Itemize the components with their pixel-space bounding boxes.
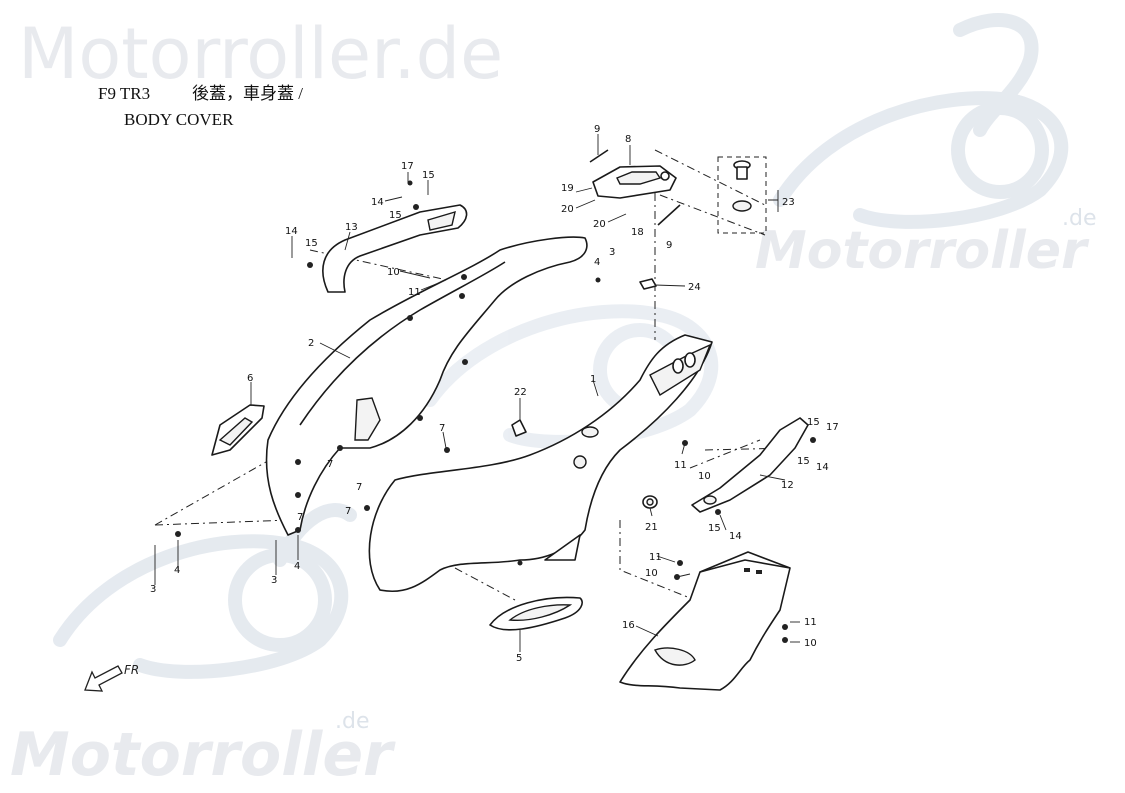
callout-label: 2 (308, 338, 314, 349)
callout-label: 10 (645, 568, 658, 579)
callout-label: 13 (345, 222, 358, 233)
callout-label: 17 (401, 161, 414, 172)
callout-label: 4 (174, 565, 180, 576)
callout-label: 19 (561, 183, 574, 194)
callout-label: 9 (594, 124, 600, 135)
part-12-right-grip (691, 417, 809, 513)
callout-label: 11 (674, 460, 687, 471)
callout-label: 21 (645, 522, 658, 533)
part-1-right-body-cover (368, 334, 713, 593)
callout-label: 9 (666, 240, 672, 251)
front-direction-indicator: FR (84, 663, 139, 692)
callout-label: 24 (688, 282, 701, 293)
part-2-left-body-cover (265, 236, 588, 536)
callout-label: 14 (729, 531, 742, 542)
diagram-header: F9 TR3 後蓋，車身蓋 / BODY COVER (98, 84, 303, 129)
part-5-reflector (489, 596, 583, 631)
callout-label: 7 (327, 459, 333, 470)
part-21-grommet (642, 495, 658, 509)
callout-label: 4 (594, 257, 600, 268)
watermark-top: Motorroller.de (18, 13, 503, 95)
callout-label: 15 (708, 523, 721, 534)
callout-label: 15 (807, 417, 820, 428)
callout-label: 10 (387, 267, 400, 278)
part-23-fasteners (717, 156, 767, 234)
callout-label: 4 (294, 561, 300, 572)
callout-label: 14 (816, 462, 829, 473)
part-9-pins (589, 149, 681, 226)
callout-label: 15 (389, 210, 402, 221)
callout-label: 17 (826, 422, 839, 433)
callout-label: 3 (609, 247, 615, 258)
callout-label: 18 (631, 227, 644, 238)
callout-label: 15 (305, 238, 318, 249)
callout-label: 11 (649, 552, 662, 563)
callout-label: 11 (804, 617, 817, 628)
assembly-lines (154, 149, 791, 601)
callout-label: 15 (422, 170, 435, 181)
title-chinese: 後蓋，車身蓋 / (192, 84, 303, 103)
callout-label: 20 (561, 204, 574, 215)
callout-label: 14 (371, 197, 384, 208)
callout-label: 15 (797, 456, 810, 467)
callout-label: 3 (271, 575, 277, 586)
part-8-rear-top-cover (592, 165, 677, 199)
title-english: BODY COVER (124, 110, 234, 129)
callout-label: 7 (439, 423, 445, 434)
callout-label: 22 (514, 387, 527, 398)
callout-label: 23 (782, 197, 795, 208)
callout-label: 12 (781, 480, 794, 491)
small-hardware (175, 180, 816, 643)
callout-label: 8 (625, 134, 631, 145)
front-arrow-icon (84, 665, 123, 692)
watermark-right: Motorroller (755, 221, 1090, 281)
watermark: Motorroller.de Motorroller .de Motorroll… (10, 13, 1097, 790)
callout-label: 6 (247, 373, 253, 384)
callout-label: 20 (593, 219, 606, 230)
callout-label: 14 (285, 226, 298, 237)
model-code: F9 TR3 (98, 84, 150, 103)
part-6-left-lens (211, 404, 265, 456)
callout-label: 10 (698, 471, 711, 482)
part-13-left-grip (322, 204, 468, 293)
callout-label: 7 (297, 512, 303, 523)
part-16-under-cover (619, 551, 791, 691)
callout-label: 7 (345, 506, 351, 517)
callout-label: 7 (356, 482, 362, 493)
part-24-clip (639, 278, 657, 290)
callout-label: 5 (516, 653, 522, 664)
front-label: FR (124, 663, 139, 677)
callout-label: 1 (590, 374, 596, 385)
watermark-bottom: Motorroller (10, 720, 396, 790)
callout-labels: 9 8 19 20 20 18 9 23 24 17 15 14 15 14 1… (150, 124, 839, 664)
callout-label: 3 (150, 584, 156, 595)
callout-label: 10 (804, 638, 817, 649)
watermark-bottom-suffix: .de (335, 709, 370, 734)
watermark-right-suffix: .de (1062, 206, 1097, 231)
callout-label: 11 (408, 287, 421, 298)
leader-lines (154, 134, 800, 652)
callout-label: 16 (622, 620, 635, 631)
part-22-clip (511, 419, 527, 437)
